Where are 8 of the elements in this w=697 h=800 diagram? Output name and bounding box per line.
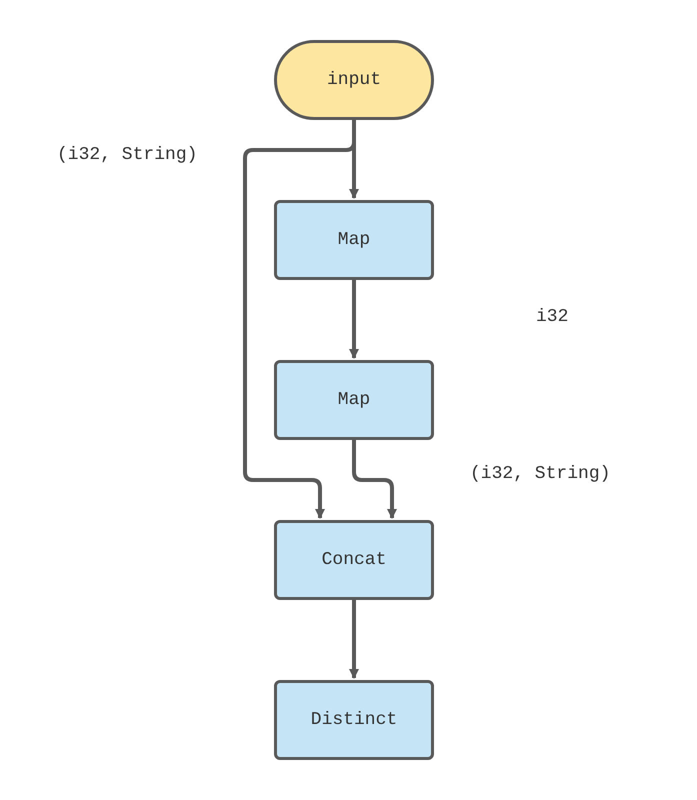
arrow (349, 280, 359, 359)
process-box: Distinct (274, 680, 434, 760)
process-box: Map (274, 360, 434, 440)
arrow (352, 440, 397, 519)
process-box: Map (274, 200, 434, 280)
process-box: Concat (274, 520, 434, 600)
terminal-pill: input (274, 40, 434, 120)
arrow (349, 600, 359, 679)
